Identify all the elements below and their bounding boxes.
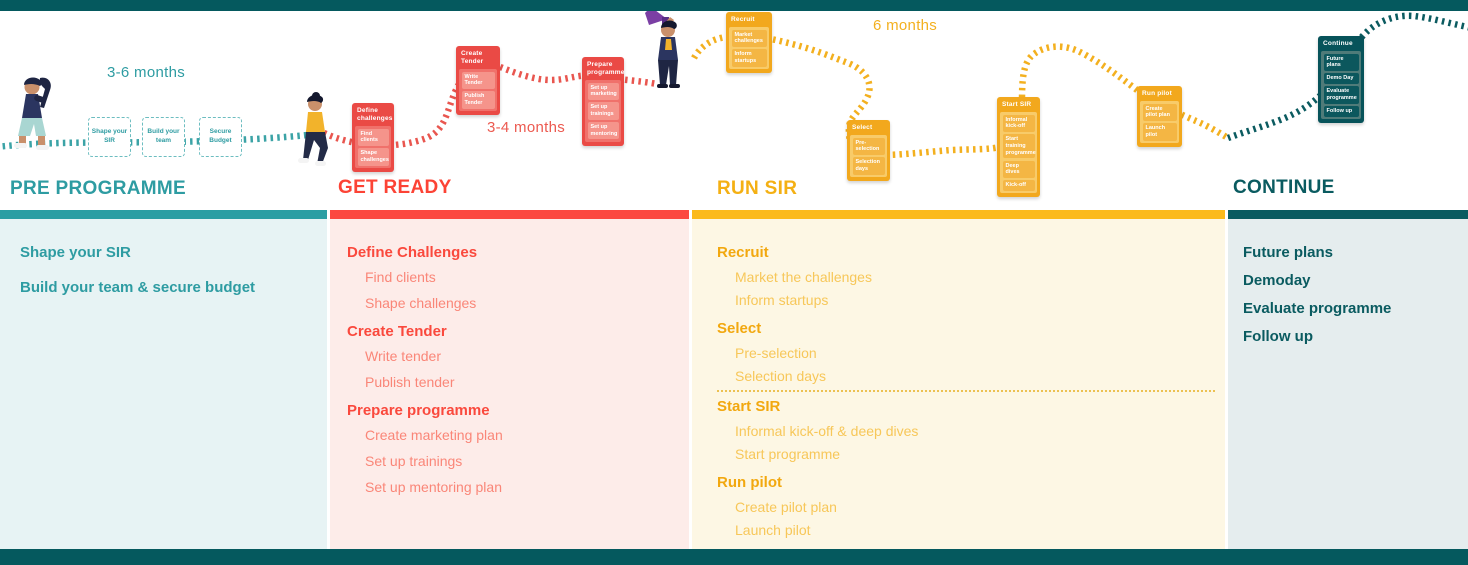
list-item: Set up mentoring plan bbox=[365, 479, 502, 495]
card-item: Launch pilot bbox=[1142, 123, 1177, 141]
panel-get-ready: Define Challenges Find clients Shape cha… bbox=[330, 219, 689, 549]
list-heading: Create Tender bbox=[347, 323, 447, 340]
section-title-pre-programme: PRE PROGRAMME bbox=[10, 178, 186, 199]
duration-label-run: 6 months bbox=[873, 17, 938, 34]
sticky-card-recruit: Recruit Market challenges Inform startup… bbox=[726, 12, 772, 73]
list-item: Market the challenges bbox=[735, 269, 872, 285]
card-item: Deep dives bbox=[1002, 160, 1035, 178]
list-item: Informal kick-off & deep dives bbox=[735, 423, 919, 439]
panel-continue: Future plans Demoday Evaluate programme … bbox=[1228, 219, 1468, 549]
card-title: Run pilot bbox=[1142, 90, 1172, 97]
list-heading: Run pilot bbox=[717, 474, 782, 491]
list-item: Write tender bbox=[365, 348, 441, 364]
card-item: Start training programme bbox=[1002, 134, 1036, 159]
card-item: Shape challenges bbox=[357, 148, 389, 166]
section-bar-pre-programme bbox=[0, 210, 327, 219]
card-item: Create pilot plan bbox=[1142, 103, 1177, 121]
sticky-card-continue: Continue Future plans Demo Day Evaluate … bbox=[1318, 36, 1364, 124]
list-heading: Future plans bbox=[1243, 244, 1334, 261]
duration-label-pre: 3-6 months bbox=[107, 64, 186, 81]
list-heading: Start SIR bbox=[717, 398, 781, 415]
list-heading: Evaluate programme bbox=[1243, 300, 1392, 317]
list-item: Create marketing plan bbox=[365, 427, 503, 443]
dashed-card-label: Shape your SIR bbox=[91, 128, 128, 144]
card-item: Set up marketing bbox=[587, 82, 619, 100]
card-item: Set up trainings bbox=[587, 102, 619, 120]
panel-pre-programme: Shape your SIR Build your team & secure … bbox=[0, 219, 327, 549]
card-title: Select bbox=[852, 124, 873, 131]
list-item: Selection days bbox=[735, 368, 827, 384]
list-item: Set up trainings bbox=[365, 453, 463, 469]
dashed-card-label: Build your team bbox=[147, 128, 180, 144]
card-item: Market challenges bbox=[731, 29, 767, 47]
card-item: Find clients bbox=[357, 128, 389, 146]
card-title: Start SIR bbox=[1002, 101, 1032, 108]
list-item: Start programme bbox=[735, 446, 841, 462]
sticky-card-start-sir: Start SIR Informal kick-off Start traini… bbox=[997, 97, 1040, 198]
list-heading: Follow up bbox=[1243, 328, 1313, 345]
dashed-card-label: Secure Budget bbox=[209, 128, 232, 144]
list-item: Find clients bbox=[365, 269, 436, 285]
card-item: Evaluate programme bbox=[1323, 86, 1359, 104]
sticky-card-define-challenges: Define challenges Find clients Shape cha… bbox=[352, 103, 394, 173]
list-item: Pre-selection bbox=[735, 345, 817, 361]
list-heading: Define Challenges bbox=[347, 244, 478, 261]
megaphone-man-illustration bbox=[637, 5, 695, 89]
top-accent-bar bbox=[0, 0, 1468, 11]
section-bar-run-sir bbox=[692, 210, 1225, 219]
list-item: Create pilot plan bbox=[735, 499, 837, 515]
section-title-continue: CONTINUE bbox=[1233, 177, 1335, 198]
bottom-accent-bar bbox=[0, 549, 1468, 565]
card-title: Recruit bbox=[731, 16, 755, 23]
list-heading: Recruit bbox=[717, 244, 769, 261]
list-heading: Shape your SIR bbox=[20, 244, 131, 261]
card-title: Continue bbox=[1323, 40, 1353, 47]
sticky-card-run-pilot: Run pilot Create pilot plan Launch pilot bbox=[1137, 86, 1182, 147]
sticky-card-prepare-programme: Prepare programme Set up marketing Set u… bbox=[582, 57, 624, 146]
card-item: Set up mentoring bbox=[587, 122, 619, 140]
section-bar-continue bbox=[1228, 210, 1468, 219]
section-bar-get-ready bbox=[330, 210, 689, 219]
walking-woman-illustration bbox=[6, 74, 58, 152]
list-heading: Select bbox=[717, 320, 762, 337]
card-item: Kick-off bbox=[1002, 180, 1035, 191]
card-item: Pre-selection bbox=[852, 137, 885, 155]
card-item: Future plans bbox=[1323, 53, 1359, 71]
panel-run-sir: Recruit Market the challenges Inform sta… bbox=[692, 219, 1225, 549]
card-item: Follow up bbox=[1323, 106, 1359, 117]
card-title: Create Tender bbox=[461, 50, 484, 66]
list-heading: Demoday bbox=[1243, 272, 1311, 289]
card-item: Inform startups bbox=[731, 49, 767, 67]
list-heading: Prepare programme bbox=[347, 402, 490, 419]
dashed-card-secure-budget: Secure Budget bbox=[199, 117, 242, 157]
walking-person-illustration bbox=[294, 90, 336, 166]
section-title-run-sir: RUN SIR bbox=[717, 178, 798, 199]
card-item: Publish Tender bbox=[461, 91, 495, 109]
list-item: Inform startups bbox=[735, 292, 829, 308]
dashed-card-build-your-team: Build your team bbox=[142, 117, 185, 157]
card-item: Demo Day bbox=[1323, 73, 1359, 84]
dashed-card-shape-your-sir: Shape your SIR bbox=[88, 117, 131, 157]
sticky-card-select: Select Pre-selection Selection days bbox=[847, 120, 890, 181]
card-item: Selection days bbox=[852, 157, 885, 175]
card-item: Write Tender bbox=[461, 71, 495, 89]
card-item: Informal kick-off bbox=[1002, 114, 1035, 132]
section-title-get-ready: GET READY bbox=[338, 177, 452, 198]
list-item: Shape challenges bbox=[365, 295, 477, 311]
list-heading: Build your team & secure budget bbox=[20, 279, 256, 296]
duration-label-ready: 3-4 months bbox=[487, 119, 566, 136]
list-item: Launch pilot bbox=[735, 522, 811, 538]
card-title: Prepare programme bbox=[587, 61, 625, 77]
list-item: Publish tender bbox=[365, 374, 455, 390]
card-title: Define challenges bbox=[357, 107, 393, 123]
run-sir-divider bbox=[717, 390, 1215, 392]
sticky-card-create-tender: Create Tender Write Tender Publish Tende… bbox=[456, 46, 500, 116]
